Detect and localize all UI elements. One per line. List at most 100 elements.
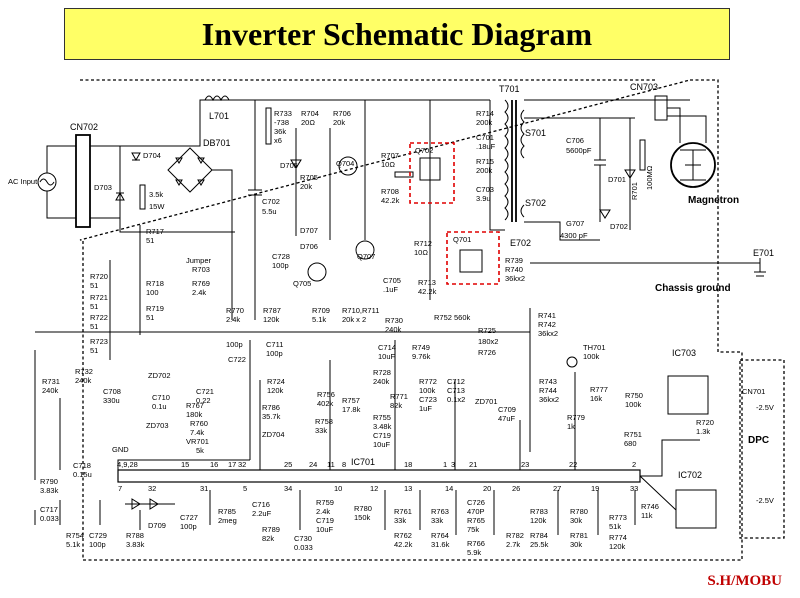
r730-label: R730 <box>385 316 403 325</box>
c719-label: C719 <box>373 431 391 440</box>
r779-value: 1k <box>567 422 575 431</box>
c726-label: C726 <box>467 498 485 507</box>
pin-31: 31 <box>200 484 208 493</box>
r720-value: 51 <box>90 281 98 290</box>
c705-label: C705 <box>383 276 401 285</box>
r779-label: R779 <box>567 413 585 422</box>
pin-32a: 32 <box>238 460 246 469</box>
s702-label: S702 <box>525 198 546 208</box>
r708-label: R708 <box>381 187 399 196</box>
bridge-diodes-icon <box>175 157 205 186</box>
d705-label: D705 <box>280 161 298 170</box>
r746-value: 11k <box>641 511 653 520</box>
r754-label: R754 <box>66 531 84 540</box>
c729-value: 100p <box>89 540 106 549</box>
r707-value: 10Ω <box>381 160 395 169</box>
r762-label: R762 <box>394 531 412 540</box>
r708-value: 42.2k <box>381 196 400 205</box>
jumper-label: Jumper <box>186 256 212 265</box>
r707-label: R707 <box>381 151 399 160</box>
r746-label: R746 <box>641 502 659 511</box>
d704-diode-icon <box>131 152 141 162</box>
r728-value: 240k <box>373 377 390 386</box>
r718-label: R718 <box>146 279 164 288</box>
l701-label: L701 <box>209 111 229 121</box>
r781-label: R781 <box>570 531 588 540</box>
r774-value: 120k <box>609 542 626 551</box>
pin-11: 11 <box>327 460 335 469</box>
c705-value: .1uF <box>383 285 398 294</box>
r755-label: R755 <box>373 413 391 422</box>
r720b-label: R720 <box>696 418 714 427</box>
r710-label: R710,R711 <box>342 306 379 315</box>
r785-value: 2meg <box>218 516 237 525</box>
c703-label: C703 <box>476 185 494 194</box>
r741-label: R741 <box>538 311 556 320</box>
r728-label: R728 <box>373 368 391 377</box>
r704-label: R704 <box>301 109 319 118</box>
r724-value: 120k <box>267 386 284 395</box>
r771-label: R771 <box>390 392 408 401</box>
d703-label: D703 <box>94 183 112 192</box>
s701-label: S701 <box>525 128 546 138</box>
r-3k5-resistor <box>139 184 146 210</box>
chassis-ground-wire <box>530 258 766 277</box>
c729-label: C729 <box>89 531 107 540</box>
ic702-label: IC702 <box>678 470 702 480</box>
board-outline <box>79 79 743 561</box>
c713-label: C713 <box>447 386 465 395</box>
d703-diode-icon <box>115 191 125 201</box>
r764-value: 31.6k <box>431 540 450 549</box>
r770-value: 2.4k <box>226 315 240 324</box>
c709-label: C709 <box>498 405 516 414</box>
r754-value: 5.1k <box>66 540 80 549</box>
r742-label: R742 <box>538 320 556 329</box>
r732-label: R732 <box>75 367 93 376</box>
c719b-value: 10uF <box>316 525 334 534</box>
q707-label: Q707 <box>357 252 375 261</box>
chassis-ground-label: Chassis ground <box>655 283 731 294</box>
r783-label: R783 <box>530 507 548 516</box>
zd701-label: ZD701 <box>475 397 498 406</box>
c718-label: C718 <box>73 461 91 470</box>
cn702-connector <box>75 134 91 228</box>
c709-value: 47uF <box>498 414 516 423</box>
pin-23: 23 <box>521 460 529 469</box>
r719-label: R719 <box>146 304 164 313</box>
r725-label: R725 <box>478 326 496 335</box>
c723-value: 1uF <box>419 404 432 413</box>
r772-value: 100k <box>419 386 436 395</box>
db701-label: DB701 <box>203 138 231 148</box>
r758-value: 33k <box>315 426 327 435</box>
title-banner: Inverter Schematic Diagram <box>64 8 730 60</box>
secondary-wires <box>489 99 690 241</box>
pin-13: 13 <box>404 484 412 493</box>
magnetron-internals <box>680 149 706 181</box>
r731-label: R731 <box>42 377 60 386</box>
r749-label: R749 <box>412 343 430 352</box>
r712-label: R712 <box>414 239 432 248</box>
r707-resistor <box>394 171 414 178</box>
pin-10: 10 <box>334 484 342 493</box>
gnd-label: GND <box>112 445 129 454</box>
g707-label: G707 <box>566 219 584 228</box>
e702-label: E702 <box>510 238 531 248</box>
r787-label: R787 <box>263 306 281 315</box>
r751-label: R751 <box>624 430 642 439</box>
pin-34: 34 <box>284 484 292 493</box>
cn702-label: CN702 <box>70 122 98 132</box>
r730-value: 240k <box>385 325 402 334</box>
pin-4928: 4,9,28 <box>117 460 138 469</box>
r726-label: R726 <box>478 348 496 357</box>
c723-label: C723 <box>419 395 437 404</box>
p25v-label: -2.5V <box>756 403 774 412</box>
cn703-label: CN703 <box>630 82 658 92</box>
c717-label: C717 <box>40 505 58 514</box>
r701-resistor <box>639 139 646 171</box>
r788-value: 3.83k <box>126 540 145 549</box>
pin-25: 25 <box>284 460 292 469</box>
c722-label: C722 <box>228 355 246 364</box>
q701-label: Q701 <box>453 235 471 244</box>
r760-label: R760 <box>190 419 208 428</box>
r733-value1: -738 <box>274 118 289 127</box>
